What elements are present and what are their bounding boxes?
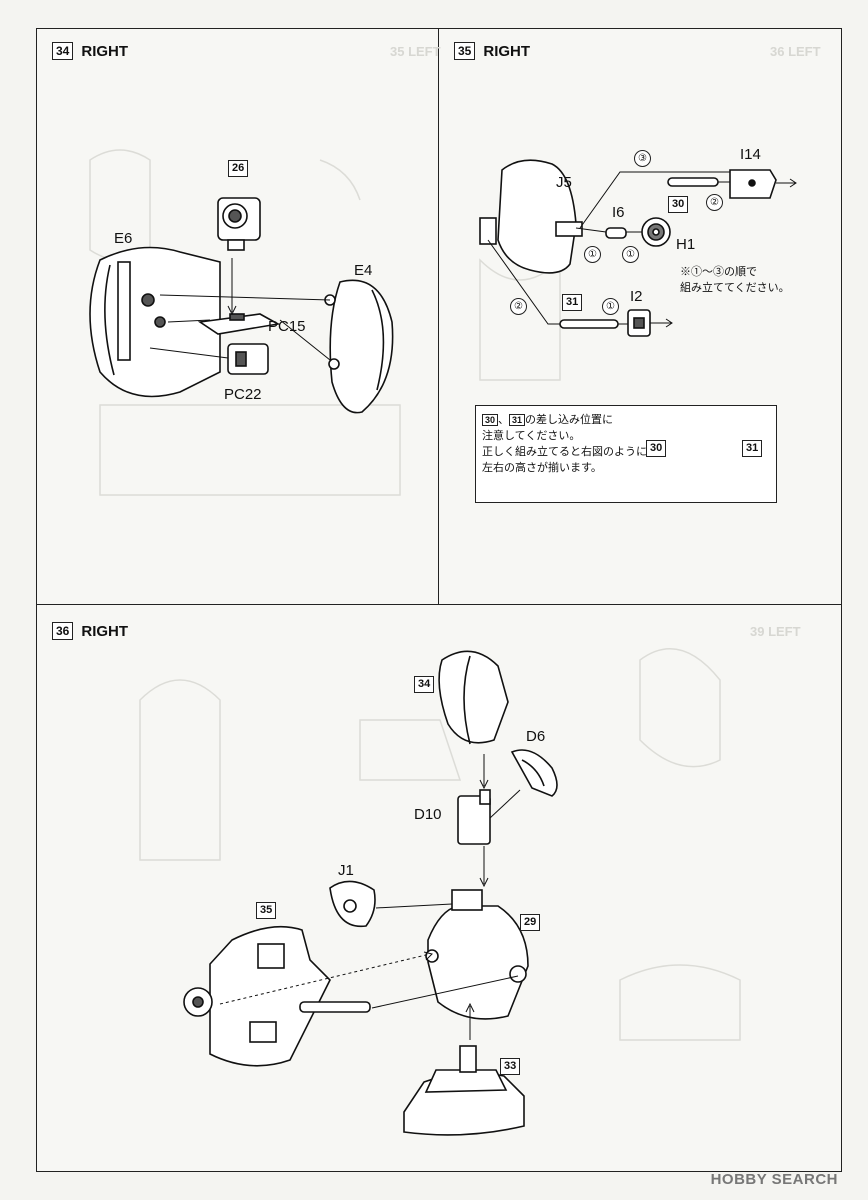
horizontal-divider <box>36 604 842 605</box>
part-label-d10: D10 <box>414 806 442 823</box>
part-ref-26: 26 <box>228 160 249 177</box>
part-label-i2: I2 <box>630 288 643 305</box>
part-label-e4: E4 <box>354 262 373 279</box>
part-ref-35: 35 <box>256 902 277 919</box>
part-ref-31: 31 <box>509 414 526 426</box>
order-marker: ② <box>706 194 723 211</box>
order-marker: ② <box>510 298 527 315</box>
caution-line: 注意してください。 <box>482 430 581 442</box>
caution-line: 左右の高さが揃います。 <box>482 462 602 474</box>
part-label-j5: J5 <box>556 174 572 191</box>
part-label-e6: E6 <box>114 230 133 247</box>
step35-drawing <box>479 159 777 337</box>
caution-line: 正しく組み立てると右図のように <box>482 446 647 458</box>
step-34-header: 34 RIGHT <box>52 42 128 60</box>
order-marker: ① <box>584 246 601 263</box>
part-label-pc15: PC15 <box>268 318 306 335</box>
part-ref-31: 31 <box>562 294 583 311</box>
step-title: RIGHT <box>483 42 531 60</box>
ghost-text: 35 LEFT <box>390 44 441 59</box>
part-label-i14: I14 <box>740 146 761 163</box>
part-ref-30: 30 <box>646 440 667 457</box>
part-ref-30: 30 <box>482 414 499 426</box>
vertical-divider <box>438 28 439 604</box>
part-ref-34: 34 <box>414 676 435 693</box>
order-note-line: ※①～③の順で <box>680 266 757 278</box>
order-note: ※①～③の順で 組み立ててください。 <box>680 264 790 296</box>
step36-guides <box>219 754 521 1040</box>
part-ref-33: 33 <box>500 1058 521 1075</box>
step35-guides <box>487 171 797 328</box>
step-number: 34 <box>52 42 74 60</box>
part-ref-29: 29 <box>520 914 541 931</box>
part-label-pc22: PC22 <box>224 386 262 403</box>
order-marker: ① <box>602 298 619 315</box>
step-title: RIGHT <box>81 622 129 640</box>
part-label-d6: D6 <box>526 728 546 745</box>
order-note-line: 組み立ててください。 <box>680 282 790 294</box>
watermark: HOBBY SEARCH <box>710 1171 838 1188</box>
part-label-i6: I6 <box>612 204 625 221</box>
order-marker: ① <box>622 246 639 263</box>
part-ref-30: 30 <box>668 196 689 213</box>
ghost-text: 36 LEFT <box>770 44 821 59</box>
part-ref-31: 31 <box>742 440 763 457</box>
step-number: 36 <box>52 622 74 640</box>
caution-box <box>475 405 777 503</box>
step-number: 35 <box>454 42 476 60</box>
order-marker: ③ <box>634 150 651 167</box>
step-36-header: 36 RIGHT <box>52 622 128 640</box>
part-label-j1: J1 <box>338 862 354 879</box>
caution-line: の差し込み位置に <box>525 414 614 426</box>
step34-guides <box>149 258 331 361</box>
part-label-h1: H1 <box>676 236 696 253</box>
ghost-text: 39 LEFT <box>750 624 801 639</box>
ghost-shapes <box>89 149 741 1041</box>
step34-drawing <box>89 197 394 414</box>
step-35-header: 35 RIGHT <box>454 42 530 60</box>
step-title: RIGHT <box>81 42 129 60</box>
